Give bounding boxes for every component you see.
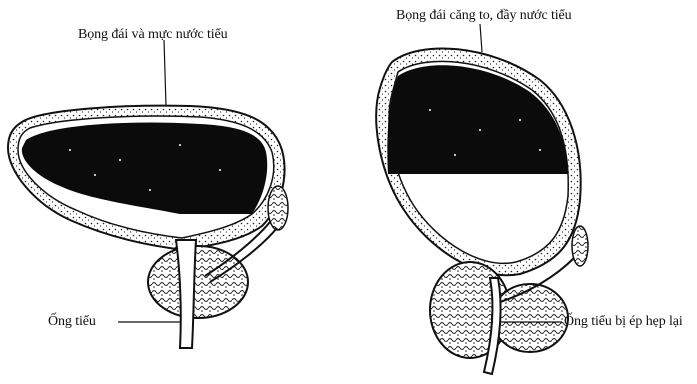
right-top-label: Bọng đái căng to, đầy nước tiểu xyxy=(396,8,572,24)
right-side-label: Ống tiểu bị ép hẹp lại xyxy=(564,314,683,330)
left-bladder-illustration xyxy=(8,40,288,348)
left-top-label: Bọng đái và mực nước tiểu xyxy=(78,27,228,43)
left-bottom-label: Ống tiểu xyxy=(48,314,96,330)
right-bladder-illustration xyxy=(376,24,588,374)
